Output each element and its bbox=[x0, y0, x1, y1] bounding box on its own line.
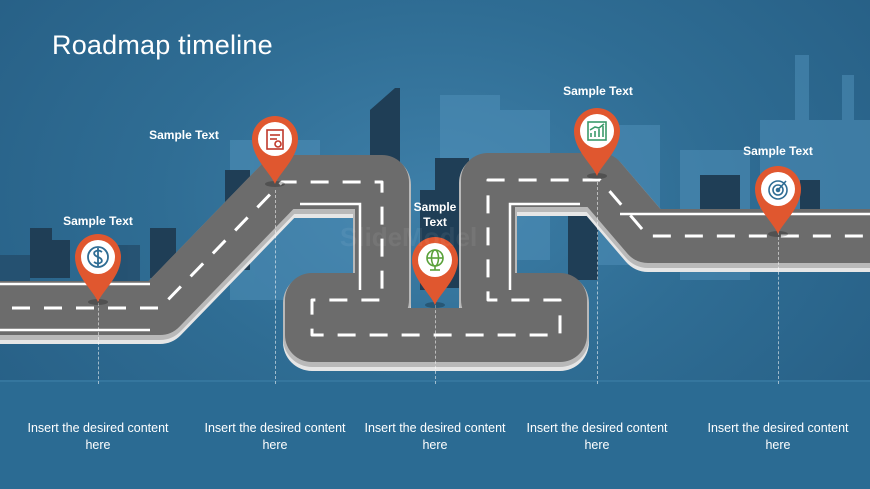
milestone-description-2: Insert the desired content here bbox=[200, 420, 350, 454]
milestone-pin-2 bbox=[248, 112, 302, 186]
milestone-description-1: Insert the desired content here bbox=[23, 420, 173, 454]
milestone-guide-2 bbox=[275, 190, 276, 384]
milestone-label-4: Sample Text bbox=[543, 84, 653, 99]
milestone-label-5: Sample Text bbox=[723, 144, 833, 159]
milestone-guide-4 bbox=[597, 182, 598, 384]
milestone-pin-5 bbox=[751, 162, 805, 236]
milestone-guide-5 bbox=[778, 232, 779, 384]
milestone-guide-3 bbox=[435, 300, 436, 384]
milestone-description-4: Insert the desired content here bbox=[522, 420, 672, 454]
milestone-pin-1 bbox=[71, 230, 125, 304]
milestone-description-5: Insert the desired content here bbox=[703, 420, 853, 454]
milestone-pin-4 bbox=[570, 104, 624, 178]
milestone-label-1: Sample Text bbox=[43, 214, 153, 229]
milestone-label-2: Sample Text bbox=[129, 128, 239, 143]
milestone-description-3: Insert the desired content here bbox=[360, 420, 510, 454]
slide-title: Roadmap timeline bbox=[52, 30, 273, 61]
milestone-label-3: Sample Text bbox=[380, 200, 490, 230]
milestone-guide-1 bbox=[98, 298, 99, 384]
